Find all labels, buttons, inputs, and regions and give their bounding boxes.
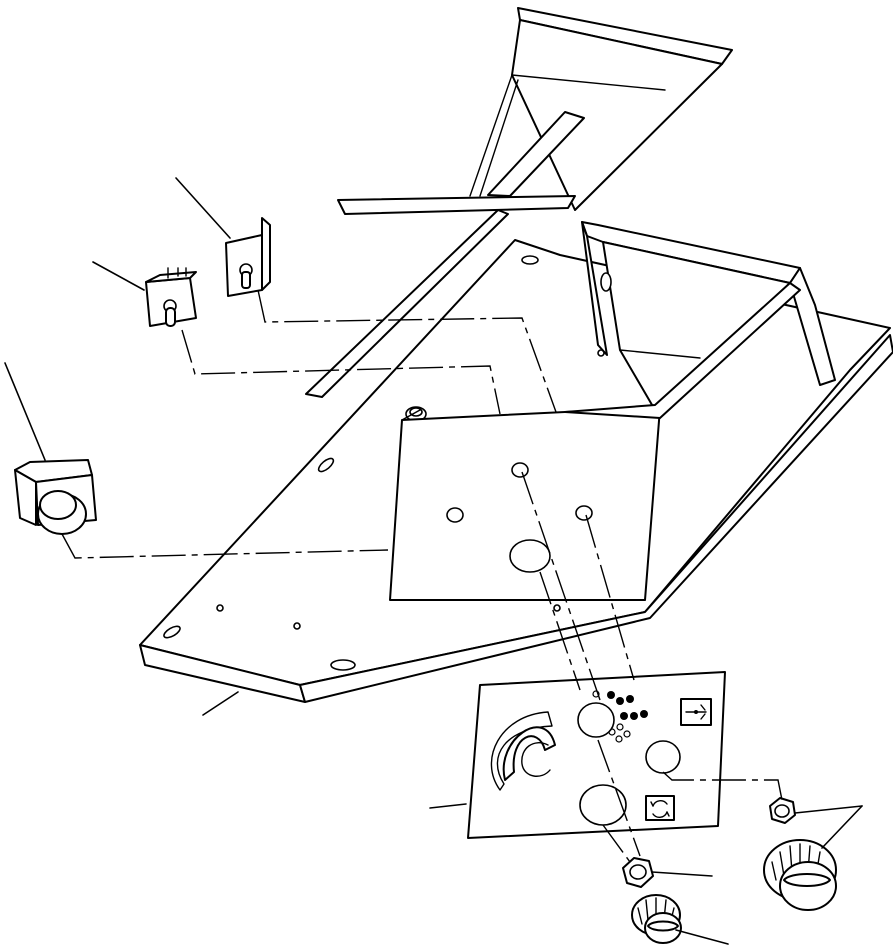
push-button-switch <box>14 459 97 535</box>
hex-nut-lower <box>622 857 654 888</box>
decal-symbol-icon <box>645 795 675 821</box>
rear-box <box>581 221 836 411</box>
long-strip <box>305 209 509 398</box>
knob-large <box>763 839 837 911</box>
toggle-switch-lower <box>145 267 197 327</box>
knob-small <box>631 894 682 944</box>
toggle-switch-upper <box>225 217 271 297</box>
front-panel <box>389 282 801 601</box>
alignment-lines <box>61 289 783 863</box>
hex-nut-right <box>769 797 796 824</box>
control-decal-plate <box>467 671 726 839</box>
decal-symbol-icon <box>680 698 712 726</box>
leader-lines <box>4 177 863 945</box>
top-cover-frame <box>337 7 733 215</box>
